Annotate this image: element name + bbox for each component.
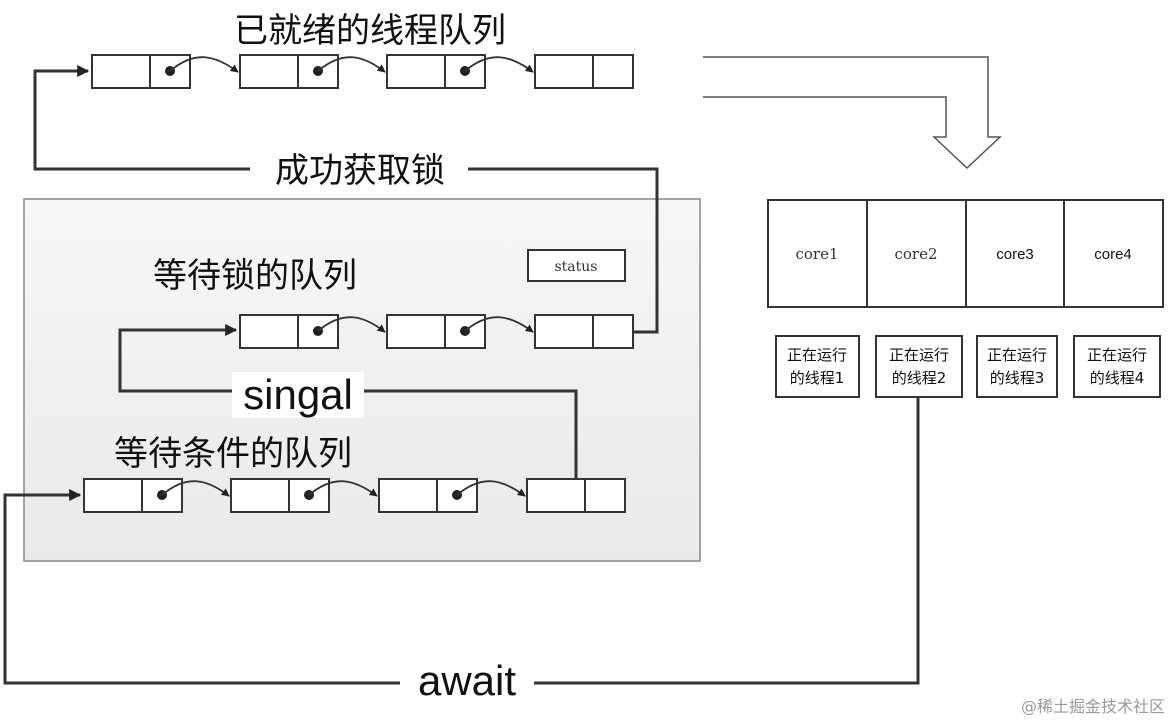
next-pointer-arrow <box>456 480 526 497</box>
next-pointer-arrow <box>464 56 534 73</box>
next-pointer-arrow <box>161 480 230 497</box>
watermark: @稀土掘金技术社区 <box>1021 697 1165 716</box>
dispatch-block-arrow <box>703 56 1002 170</box>
thread-label: 正在运行 <box>1087 346 1147 364</box>
queue-node <box>83 478 183 513</box>
queue-node <box>386 314 486 349</box>
thread-label: 的线程2 <box>892 369 947 387</box>
next-pointer-arrow <box>308 480 378 497</box>
next-pointer-arrow <box>464 316 534 333</box>
await-connector <box>3 398 920 685</box>
thread-label: 的线程1 <box>790 369 845 387</box>
running-threads: 正在运行 的线程1 正在运行 的线程2 正在运行 的线程3 正在运行 的线程4 <box>775 335 1161 398</box>
thread-label: 的线程3 <box>990 369 1045 387</box>
queue-node <box>534 314 634 349</box>
thread-label: 正在运行 <box>787 346 847 364</box>
next-pointer-arrow <box>169 56 239 73</box>
await-label: await <box>418 657 516 704</box>
core-label: core1 <box>795 245 838 263</box>
queue-node <box>386 54 486 89</box>
wait-lock-queue-title: 等待锁的队列 <box>153 256 357 296</box>
ready-queue: 已就绪的线程队列 <box>91 11 634 89</box>
cpu-cores: core1 core2 core3 core4 <box>767 199 1164 308</box>
queue-node <box>534 54 634 89</box>
queue-node <box>91 54 191 89</box>
thread-label: 的线程4 <box>1090 369 1145 387</box>
queue-node <box>526 478 626 513</box>
thread-label: 正在运行 <box>889 346 949 364</box>
next-pointer-arrow <box>317 56 386 73</box>
queue-node <box>230 478 330 513</box>
signal-label: singal <box>243 371 353 418</box>
queue-node <box>239 314 339 349</box>
ready-queue-title: 已就绪的线程队列 <box>234 11 506 51</box>
lock-acquired-label: 成功获取锁 <box>275 151 445 191</box>
queue-node <box>378 478 478 513</box>
queue-node <box>239 54 339 89</box>
wait-lock-queue: 等待锁的队列 status <box>153 249 634 349</box>
status-label: status <box>555 259 598 275</box>
core-label: core3 <box>996 246 1034 263</box>
condition-queue: 等待条件的队列 <box>83 434 626 513</box>
next-pointer-arrow <box>317 316 386 333</box>
thread-label: 正在运行 <box>987 346 1047 364</box>
condition-queue-title: 等待条件的队列 <box>114 434 352 474</box>
signal-connector <box>118 324 578 478</box>
core-label: core2 <box>894 245 937 263</box>
core-label: core4 <box>1094 246 1132 263</box>
status-box <box>527 249 626 282</box>
